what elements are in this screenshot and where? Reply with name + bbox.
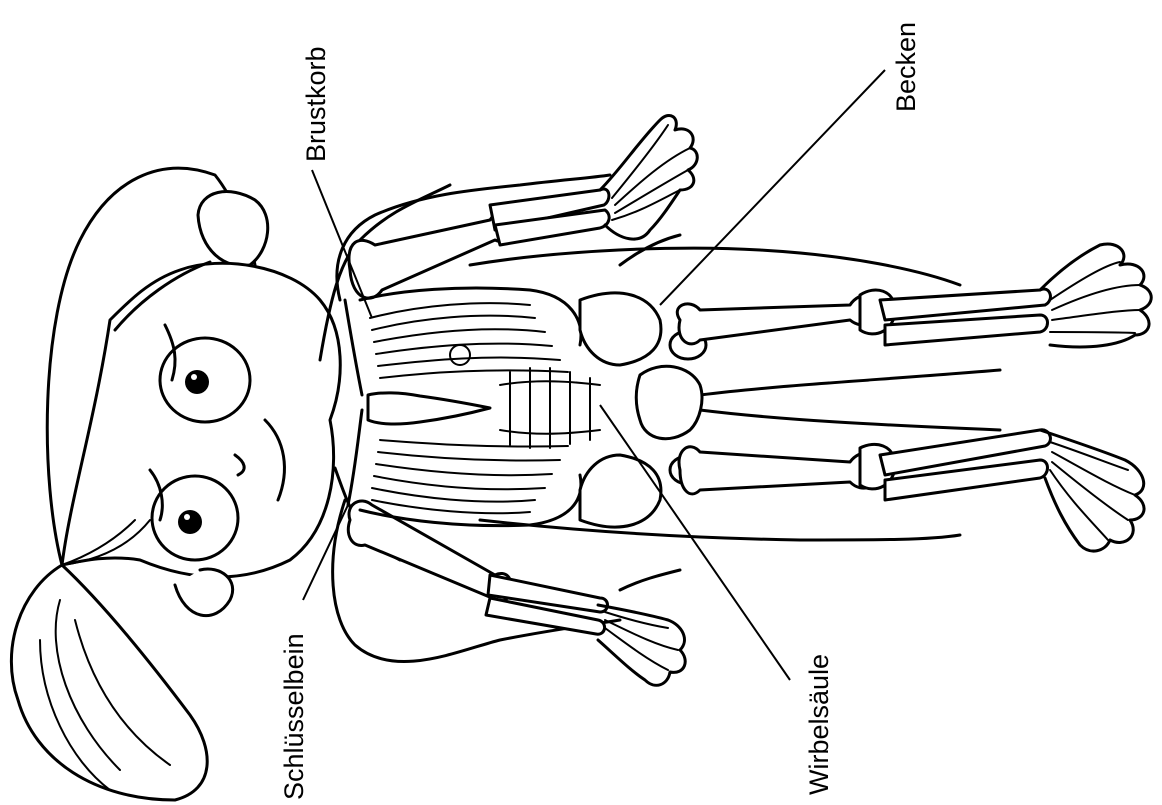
right-pupil [178, 510, 202, 534]
right-leg [679, 430, 1144, 551]
right-femur [679, 447, 880, 494]
ear [175, 569, 233, 616]
label-becken: Becken [891, 22, 921, 112]
left-femur [677, 295, 880, 344]
right-humerus [348, 501, 510, 601]
sternum [368, 393, 490, 424]
leader-becken [660, 70, 885, 305]
label-brustkorb: Brustkorb [301, 46, 331, 162]
clavicle-left [345, 300, 362, 395]
right-foot [1040, 430, 1144, 551]
face [62, 263, 340, 577]
label-wirbelsaeule: Wirbelsäule [804, 654, 834, 795]
clavicle-right [348, 410, 362, 505]
left-humerus [349, 211, 508, 298]
ponytail [11, 565, 207, 800]
leader-wirbelsaeule [600, 405, 790, 680]
right-hand [598, 605, 685, 685]
hair-bow [198, 192, 268, 266]
left-pupil [185, 370, 209, 394]
spine [500, 368, 600, 448]
ribcage [360, 288, 600, 526]
right-arm [333, 500, 686, 685]
left-hand [600, 115, 697, 239]
left-arm [337, 115, 697, 300]
body-outline-side [470, 248, 960, 285]
label-schluesselbein: Schlüsselbein [279, 633, 309, 800]
left-leg [677, 244, 1151, 347]
